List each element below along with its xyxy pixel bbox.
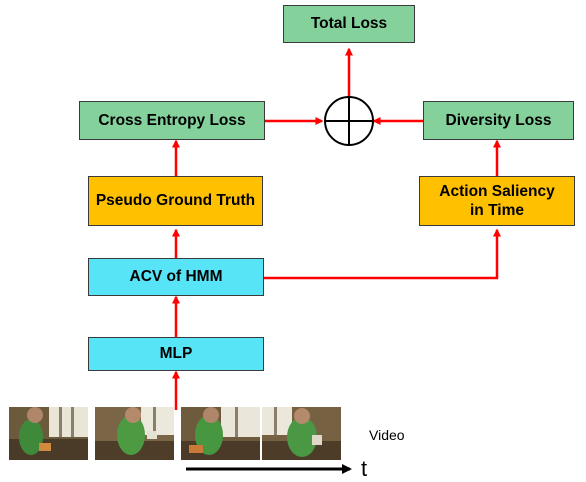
video-frame-1 (9, 407, 88, 460)
video-frame-3 (181, 407, 260, 460)
acv-hmm-box: ACV of HMM (88, 258, 264, 296)
video-frame-3-image (181, 407, 260, 460)
action-saliency-label: Action Saliency in Time (439, 182, 555, 219)
pseudo-ground-truth-label: Pseudo Ground Truth (95, 192, 256, 210)
cross-entropy-loss-label: Cross Entropy Loss (98, 111, 246, 129)
action-saliency-box: Action Saliency in Time (419, 176, 575, 226)
pseudo-ground-truth-box: Pseudo Ground Truth (88, 176, 263, 226)
mlp-label: MLP (159, 345, 193, 363)
total-loss-label: Total Loss (310, 15, 388, 33)
video-frame-4 (262, 407, 341, 460)
cross-entropy-loss-box: Cross Entropy Loss (79, 101, 265, 140)
diversity-loss-box: Diversity Loss (423, 101, 574, 140)
mlp-box: MLP (88, 337, 264, 371)
video-frame-2-image (95, 407, 174, 460)
total-loss-box: Total Loss (283, 5, 415, 43)
time-axis-label: t (361, 456, 368, 481)
video-label: Video (369, 427, 405, 443)
video-frame-4-image (262, 407, 341, 460)
video-frame-1-image (9, 407, 88, 460)
diversity-loss-label: Diversity Loss (445, 111, 552, 129)
circle-plus-icon (324, 96, 374, 146)
video-frame-2 (95, 407, 174, 460)
arrow-acv-to-saliency (264, 228, 501, 280)
acv-hmm-label: ACV of HMM (129, 268, 223, 286)
